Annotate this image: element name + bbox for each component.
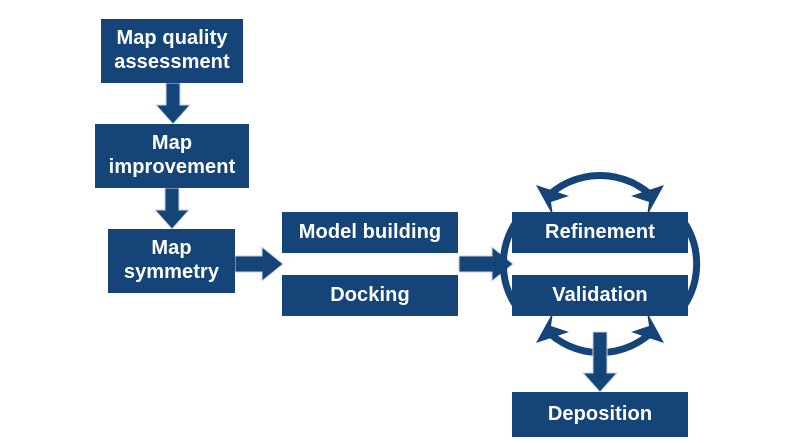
- node-label: Validation: [552, 283, 648, 306]
- cycle-arc-top: [542, 172, 658, 202]
- node-docking[interactable]: Docking: [282, 275, 458, 316]
- node-label: Map quality assessment: [114, 27, 230, 73]
- node-map-improvement[interactable]: Map improvement: [95, 124, 249, 188]
- arrow-improvement-to-symmetry: [153, 187, 191, 230]
- node-map-quality-assessment[interactable]: Map quality assessment: [101, 19, 243, 83]
- node-map-symmetry[interactable]: Map symmetry: [108, 229, 235, 293]
- node-label: Docking: [330, 283, 410, 306]
- refinement-validation-cycle: [499, 172, 701, 356]
- arrow-cycle-to-deposition: [581, 331, 619, 393]
- node-label: Map symmetry: [123, 237, 220, 283]
- node-label: Refinement: [545, 220, 655, 243]
- cycle-ring-left-segment: [499, 220, 519, 308]
- node-model-building[interactable]: Model building: [282, 212, 458, 253]
- node-validation[interactable]: Validation: [512, 275, 688, 316]
- node-label: Model building: [298, 220, 442, 243]
- cycle-ring-right-segment: [681, 220, 701, 308]
- cycle-arrowhead-top-right: [631, 185, 664, 216]
- cycle-arrowhead-top-left: [536, 185, 569, 216]
- cycle-arrowhead-bottom-right: [631, 312, 664, 343]
- arrow-quality-to-improvement: [154, 82, 192, 125]
- node-deposition[interactable]: Deposition: [512, 392, 688, 437]
- node-refinement[interactable]: Refinement: [512, 212, 688, 253]
- cycle-arrowhead-bottom-left: [536, 312, 569, 343]
- node-label: Deposition: [547, 402, 653, 425]
- node-label: Map improvement: [108, 132, 236, 178]
- arrow-symmetry-to-modelbuilding: [234, 245, 284, 283]
